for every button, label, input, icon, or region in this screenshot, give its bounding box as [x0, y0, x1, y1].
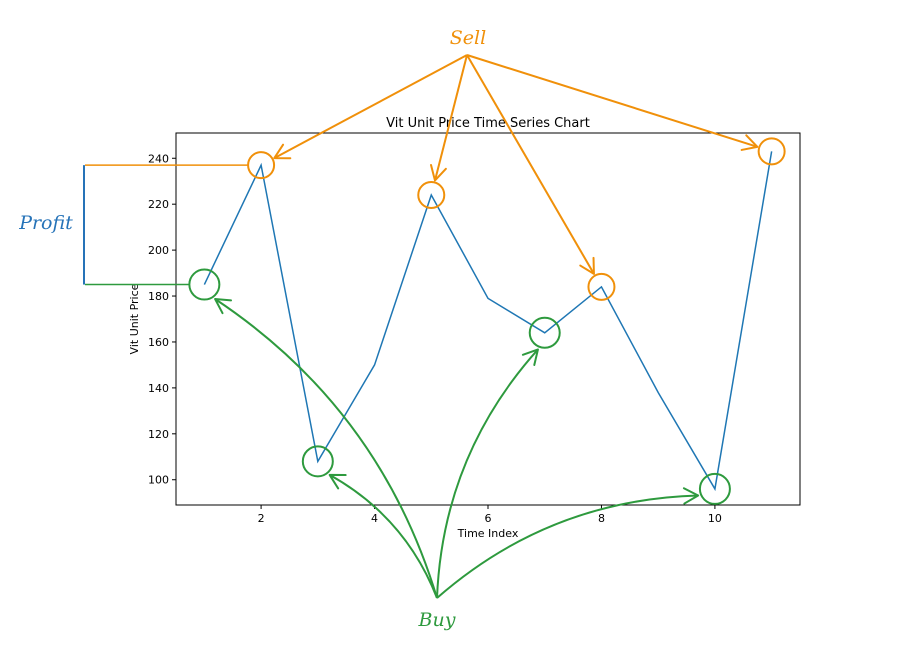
sell-marker-circle	[417, 181, 446, 209]
y-axis-ticks: 100 120 140 160 180 200 220 240	[148, 152, 176, 487]
sell-label: Sell	[450, 27, 486, 49]
y-tick-label: 160	[148, 336, 169, 349]
sell-arrow-head	[579, 256, 595, 275]
plot-frame	[175, 132, 801, 506]
buy-arrow-head	[521, 348, 539, 367]
chart-title: Vit Unit Price Time Series Chart	[386, 116, 590, 131]
x-tick-label: 10	[708, 512, 722, 525]
x-tick-label: 8	[598, 512, 605, 525]
buy-arrow	[436, 348, 539, 599]
profit-label: Profit	[18, 212, 73, 234]
sell-marker-circle	[757, 137, 786, 166]
buy-arrow	[329, 474, 438, 599]
sell-arrow	[466, 54, 758, 148]
buy-arrow-head	[328, 473, 347, 490]
y-tick-label: 220	[148, 198, 169, 211]
x-tick-label: 4	[371, 512, 378, 525]
sell-arrow	[434, 54, 468, 181]
sell-arrow-head	[430, 163, 447, 182]
buy-arrow-head	[214, 298, 233, 315]
y-tick-label: 200	[148, 244, 169, 257]
buy-marker-circle	[528, 316, 561, 349]
buy-marker-circle	[301, 445, 334, 478]
buy-arrow	[214, 298, 438, 599]
series-layer	[203, 151, 773, 492]
sell-arrow-head	[273, 143, 292, 160]
y-tick-label: 120	[148, 428, 169, 441]
annotation-layer	[83, 54, 786, 599]
y-axis-label: Vit Unit Price	[128, 283, 141, 354]
sell-arrow	[273, 54, 468, 159]
buy-arrow	[436, 494, 699, 599]
buy-arrow-head	[682, 487, 700, 505]
sell-marker-circle	[587, 272, 616, 301]
y-tick-label: 100	[148, 474, 169, 487]
x-axis-ticks: 2 4 6 8 10	[258, 505, 722, 525]
buy-label: Buy	[418, 609, 456, 631]
buy-marker-circle	[698, 472, 731, 505]
price-series-line	[203, 151, 773, 492]
y-tick-label: 140	[148, 382, 169, 395]
sell-arrow-head	[740, 134, 759, 151]
x-axis-label: Time Index	[457, 527, 519, 540]
sell-arrow	[466, 54, 595, 275]
x-tick-label: 2	[258, 512, 265, 525]
y-tick-label: 240	[148, 152, 169, 165]
y-tick-label: 180	[148, 290, 169, 303]
x-tick-label: 6	[485, 512, 492, 525]
